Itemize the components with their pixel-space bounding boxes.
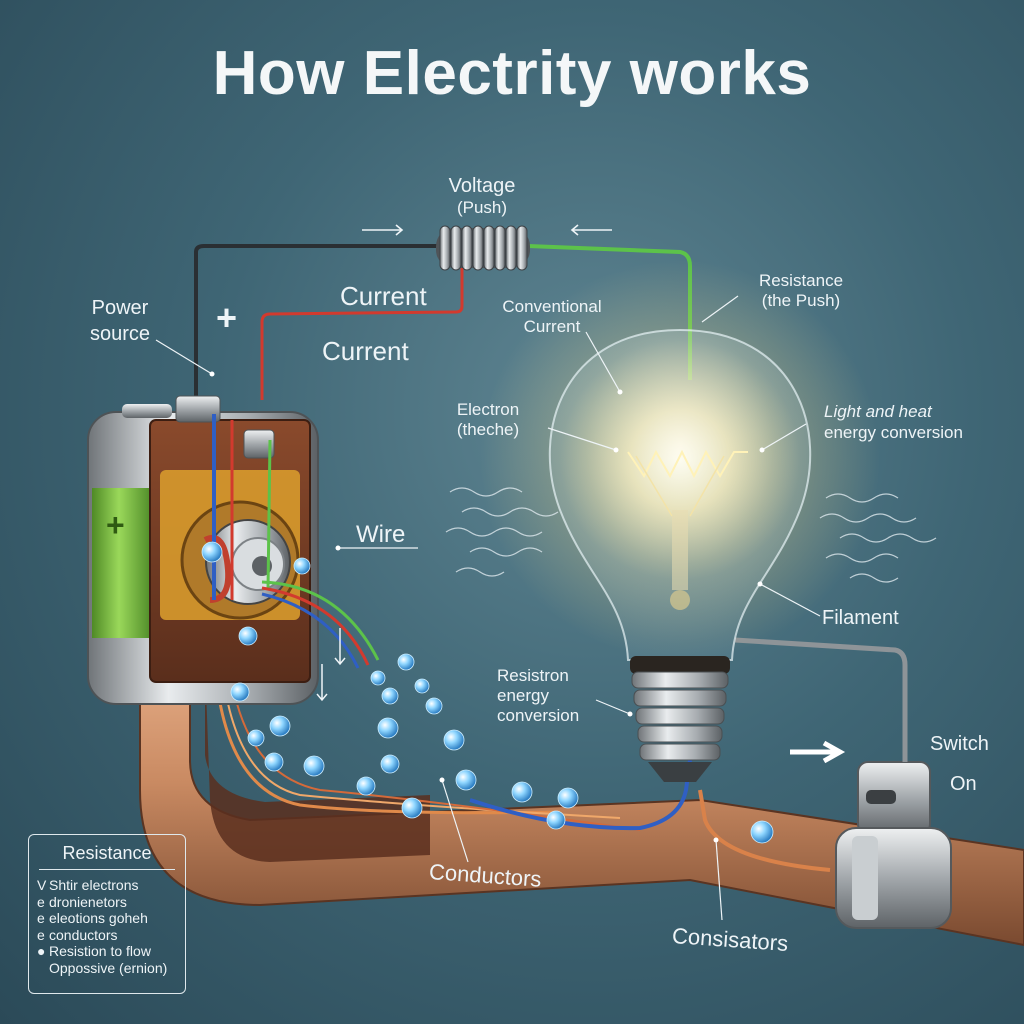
resistance-label-line2: (the Push)	[761, 291, 841, 310]
legend-title: Resistance	[62, 843, 152, 863]
legend-item-text: Shtir electrons	[49, 877, 139, 893]
conventional-current-label-line1: Conventional	[502, 297, 602, 316]
flow-arrows	[316, 628, 346, 702]
switch-wire	[734, 637, 908, 762]
switch-arrow	[790, 740, 846, 764]
light-heat-label-line2: energy conversion	[824, 423, 963, 442]
current-label-2: Current	[322, 336, 409, 366]
legend-item-text: dronienetors	[49, 893, 127, 910]
electron-label-line2: (theche)	[456, 420, 520, 439]
switch-on-label: On	[950, 773, 977, 795]
leader-lines	[155, 295, 821, 921]
switch-label: Switch	[930, 733, 989, 755]
power-source-label-line1: Power	[91, 297, 149, 319]
blue-return-wire	[469, 759, 692, 831]
legend-marker: e	[37, 893, 45, 910]
voltage-label: Voltage	[448, 175, 516, 197]
resistance-label-line1: Resistance	[758, 271, 844, 290]
switch-device	[835, 761, 952, 929]
battery-output-wires	[261, 580, 380, 669]
legend-item-text: Resistion to flow	[49, 943, 151, 959]
filament-label: Filament	[822, 607, 899, 629]
heat-waves-left	[445, 487, 559, 577]
voltage-sub-label: (Push)	[456, 198, 508, 217]
plus-sign-label: +	[216, 297, 238, 338]
legend-item: ●Resistion to flow	[37, 943, 167, 960]
leader-dots	[209, 371, 765, 843]
legend-marker: e	[37, 910, 45, 926]
legend-item: Oppossive (ernion)	[37, 960, 167, 977]
power-source-label-line2: source	[89, 323, 151, 345]
copper-return-wire	[698, 789, 831, 872]
voltage-coil-resistor	[436, 225, 530, 271]
legend-item-text: Oppossive (ernion)	[49, 959, 168, 976]
resistron-label-line3: conversion	[497, 706, 580, 725]
conventional-current-label-line2: Current	[523, 317, 581, 336]
electron-label-line1: Electron	[456, 400, 520, 419]
electron-particles	[201, 541, 774, 844]
legend-divider	[39, 869, 175, 870]
heat-waves-right	[819, 493, 937, 583]
wire-label: Wire	[356, 521, 406, 548]
page-title: How Electrity works	[212, 39, 812, 108]
legend-marker: V	[37, 877, 47, 893]
legend-item-text: eleotions goheh	[49, 910, 148, 926]
push-arrows	[362, 224, 612, 236]
legend-marker: ●	[37, 943, 46, 959]
top-red-wire	[260, 262, 464, 400]
legend-item-text: conductors	[49, 926, 118, 943]
legend-marker: e	[37, 926, 45, 943]
light-heat-label-line1: Light and heat	[824, 402, 932, 421]
resistron-label-line1: Resistron	[497, 666, 569, 685]
current-label-1: Current	[340, 281, 427, 311]
resistron-label-line2: energy	[497, 686, 549, 705]
top-black-wire	[194, 244, 438, 400]
battery-plus-label: +	[106, 507, 125, 543]
light-bulb	[480, 260, 880, 782]
